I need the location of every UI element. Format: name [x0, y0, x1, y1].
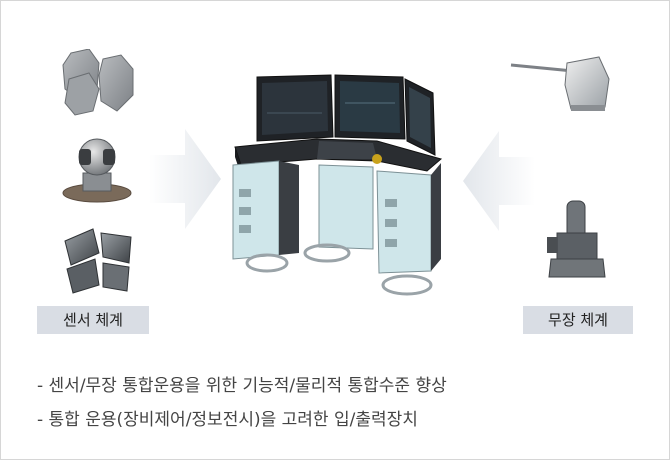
- console-workstation-image: [232, 74, 443, 296]
- right-arrow-icon: [463, 131, 535, 231]
- left-arrow-icon: [149, 129, 221, 229]
- missile-launcher-icon: [547, 200, 606, 278]
- hexagon-panels-icon: [62, 49, 134, 116]
- bullet-list: - 센서/무장 통합운용을 위한 기능적/물리적 통합수준 향상 - 통합 운용…: [37, 369, 447, 437]
- weapon-system-label: 무장 체계: [523, 306, 633, 334]
- bullet-item: - 통합 운용(장비제어/정보전시)을 고려한 입/출력장치: [37, 410, 418, 430]
- naval-gun-icon: [510, 56, 610, 111]
- sensor-system-label: 센서 체계: [37, 306, 149, 334]
- bullet-item: - 센서/무장 통합운용을 위한 기능적/물리적 통합수준 향상: [37, 376, 447, 396]
- camera-turret-icon: [62, 138, 132, 203]
- radar-unit-icon: [64, 228, 132, 294]
